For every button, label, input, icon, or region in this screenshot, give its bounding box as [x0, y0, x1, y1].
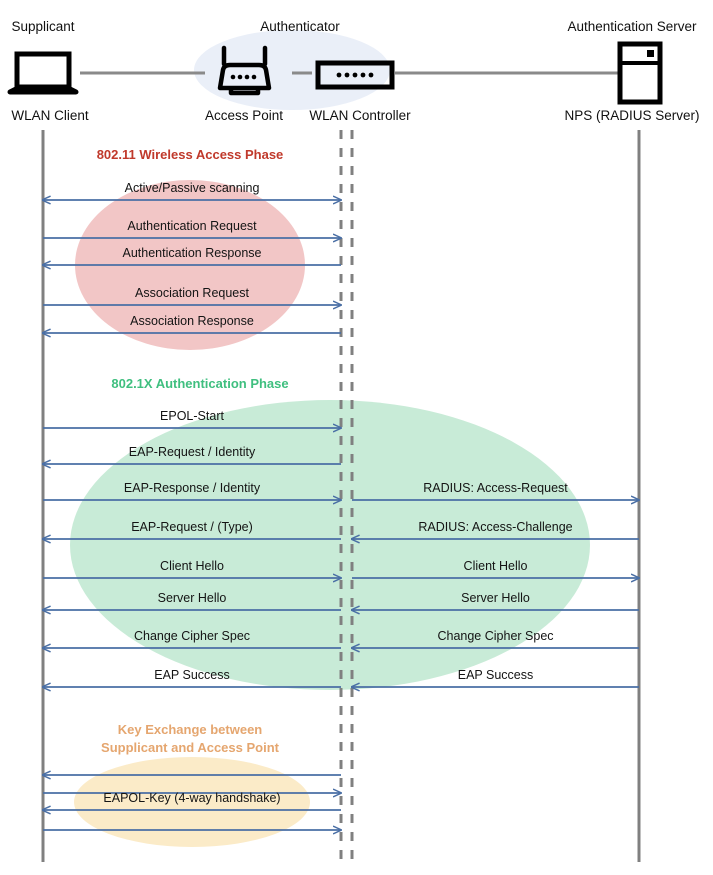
message-label: RADIUS: Access-Challenge	[418, 520, 573, 534]
actor-role-supplicant: Supplicant	[11, 19, 75, 34]
phase-label-key-exchange-line1: Key Exchange between	[117, 722, 263, 737]
laptop-icon	[7, 51, 79, 95]
actor-role-authentication-server: Authentication Server	[567, 19, 697, 34]
message-label: Active/Passive scanning	[124, 181, 260, 195]
actor-device-access-point: Access Point	[204, 108, 284, 123]
message-label: Change Cipher Spec	[437, 629, 554, 643]
message-label: RADIUS: Access-Request	[423, 481, 568, 495]
actor-device-nps-radius-server: NPS (RADIUS Server)	[564, 108, 700, 123]
wlan-controller-icon	[315, 60, 395, 90]
message-label: Change Cipher Spec	[133, 629, 251, 643]
message-label: Authentication Response	[122, 246, 262, 260]
message-label: EAP-Request / (Type)	[131, 520, 253, 534]
server-icon	[617, 41, 663, 105]
message-label: EAP-Request / Identity	[128, 445, 256, 459]
message-label: EPOL-Start	[160, 409, 224, 423]
phase-802-1x-ellipse	[70, 400, 590, 690]
message-label: Association Response	[130, 314, 254, 328]
message-label: Authentication Request	[127, 219, 257, 233]
message-label: EAP Success	[154, 668, 230, 682]
actor-device-wlan-controller: WLAN Controller	[309, 108, 411, 123]
message-label: Server Hello	[157, 591, 227, 605]
phase-key-exchange-ellipse	[74, 757, 310, 847]
message-label: Association Request	[135, 286, 249, 300]
message-label: Server Hello	[461, 591, 530, 605]
message-label: Client Hello	[160, 559, 224, 573]
message-label: EAPOL-Key (4-way handshake)	[103, 791, 281, 805]
phase-label-key-exchange-line2: Supplicant and Access Point	[101, 740, 279, 755]
access-point-icon	[217, 45, 272, 96]
actor-device-wlan-client: WLAN Client	[11, 108, 89, 123]
message-label: EAP-Response / Identity	[123, 481, 261, 495]
phase-label-802-1x: 802.1X Authentication Phase	[111, 376, 289, 391]
message-label: EAP Success	[457, 668, 534, 682]
message-label: Client Hello	[463, 559, 528, 573]
phase-label-802-11: 802.11 Wireless Access Phase	[96, 147, 284, 162]
message-arrows	[43, 200, 639, 830]
actor-role-authenticator: Authenticator	[260, 19, 340, 34]
